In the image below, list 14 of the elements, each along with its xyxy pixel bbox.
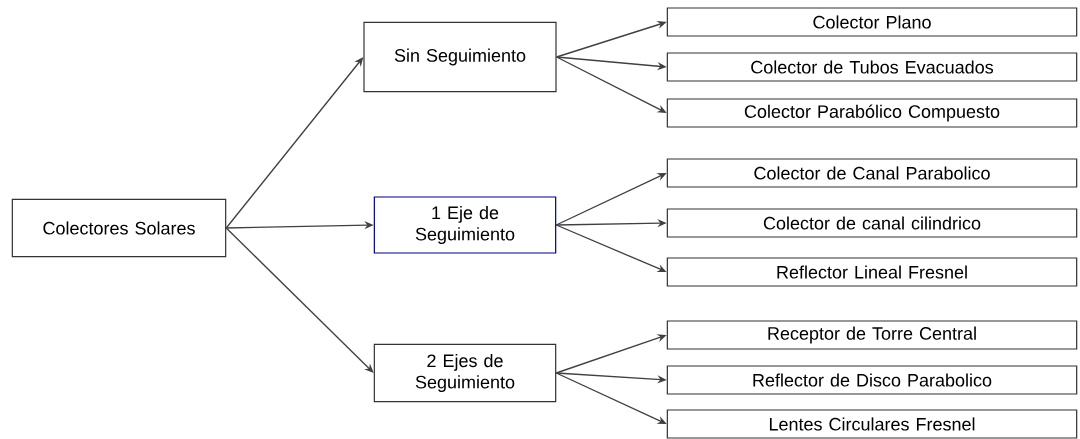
type-box: Reflector Lineal Fresnel xyxy=(666,257,1078,287)
category-box: Sin Seguimiento xyxy=(363,21,557,93)
type-box: Colector Parabólico Compuesto xyxy=(666,98,1078,128)
type-box: Reflector de Disco Parabolico xyxy=(666,365,1078,395)
type-box: Receptor de Torre Central xyxy=(666,320,1078,350)
type-box: Lentes Circulares Fresnel xyxy=(666,409,1078,439)
type-box: Colector de Canal Parabolico xyxy=(666,158,1078,188)
category-box: Colectores Solares xyxy=(11,198,227,258)
type-box: Colector Plano xyxy=(666,7,1078,37)
arrow xyxy=(225,227,374,373)
category-box: 2 Ejes de Seguimiento xyxy=(373,343,557,403)
type-box: Colector de Tubos Evacuados xyxy=(666,52,1078,82)
category-box: 1 Eje de Seguimiento xyxy=(373,196,557,254)
type-box: Colector de canal cilindrico xyxy=(666,208,1078,238)
